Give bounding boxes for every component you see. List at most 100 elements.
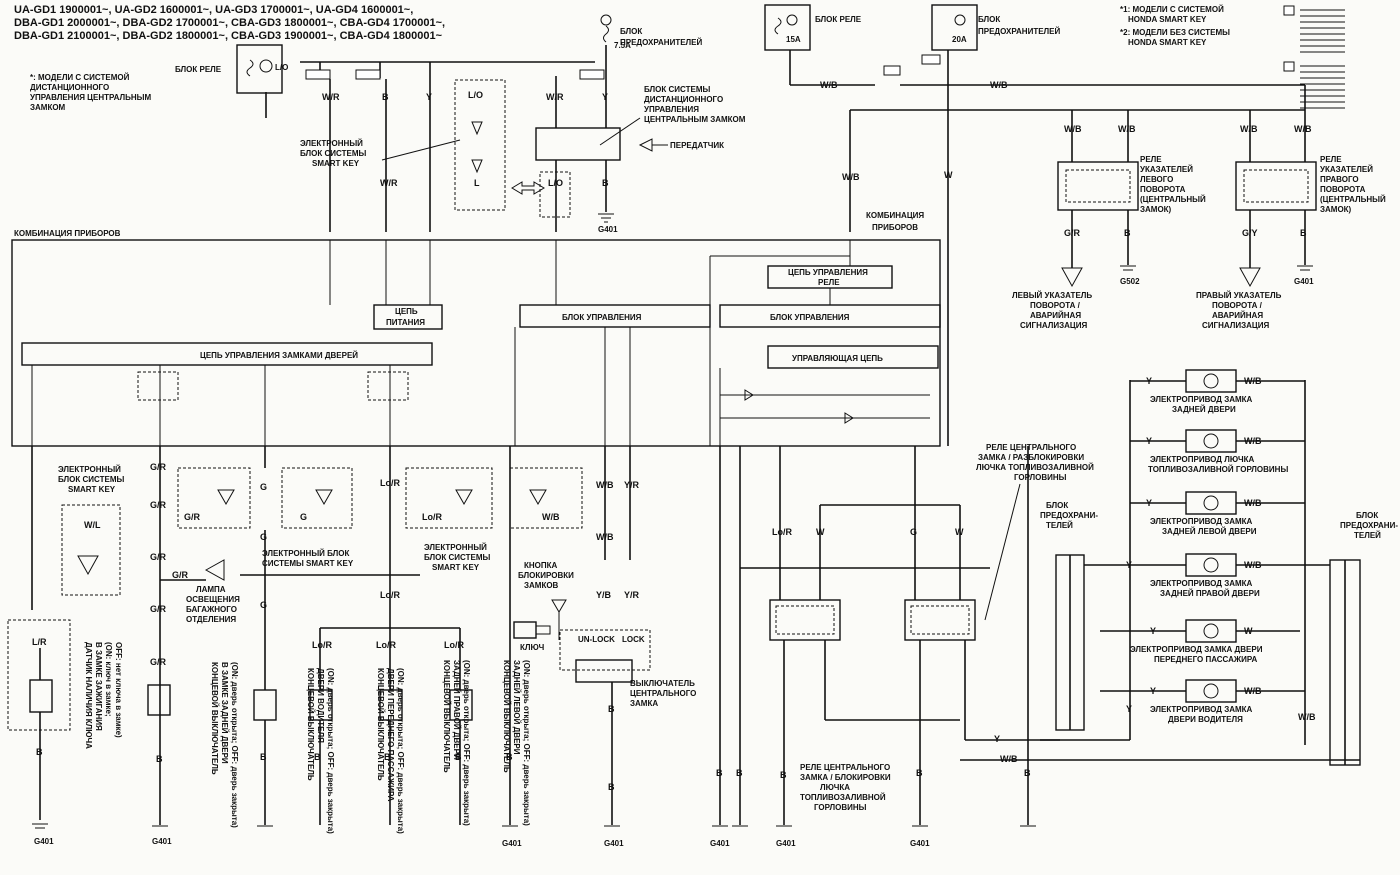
switch-label: OFF: нет ключа в замке) [114,642,123,738]
lock-button-label: ЗАМКОВ [524,581,559,590]
lamp-label: ЛАМПА [196,585,226,594]
fuse-block-mid: БЛОК ПРЕДОХРАНИ- ТЕЛЕЙ Y W/B Y [960,501,1360,764]
wire-label: Lo/R [312,640,332,650]
relay-label: ЗАМКА / БЛОКИРОВКИ [800,773,891,782]
wire-label: B [314,752,321,762]
note-line: *1: МОДЕЛИ С СИСТЕМОЙ [1120,5,1224,14]
smart-key-mid-unit [177,467,251,529]
wire-label: B [455,752,462,762]
transmitter-label: ПЕРЕДАТЧИК [670,141,724,150]
wire-label: B [382,92,389,102]
fuse-block-label: БЛОК [1046,501,1068,510]
switch-label: ВЫКЛЮЧАТЕЛЬ [630,679,695,688]
wire-label: G/R [184,512,201,522]
wire-label: B [260,752,267,762]
cluster-label: КОМБИНАЦИЯ [866,211,924,220]
wire-label: Y/B [596,590,612,600]
switch-label: ЦЕНТРАЛЬНОГО [630,689,696,698]
relay-label: ПРАВОГО [1320,175,1359,184]
smart-key-label: БЛОК СИСТЕМЫ [300,149,366,158]
wire-label: G [260,600,267,610]
relay-label: ПОВОРОТА [1320,185,1366,194]
relay-block-label: БЛОК РЕЛЕ [815,15,862,24]
smart-key-unit-top: L/O L ЭЛЕКТРОННЫЙ БЛОК СИСТЕМЫ SMART KEY [300,79,506,211]
wire-label: Y/R [624,590,640,600]
fuse-block-label: ТЕЛЕЙ [1354,531,1381,540]
actuator-tailgate: Y W/B ЭЛЕКТРОПРИВОД ЗАМКА ЗАДНЕЙ ДВЕРИ [1130,369,1305,414]
switch-label: ЗАДНЕЙ ЛЕВОЙ ДВЕРИ [512,660,521,755]
wire-label: Y [426,92,432,102]
fuse-block-top-right: БЛОК ПРЕДОХРАНИТЕЛЕЙ 20A [931,4,1060,51]
switch-label: КОНЦЕВОЙ ВЫКЛЮЧАТЕЛЬ [306,668,315,781]
wire-label: B [1300,228,1307,238]
wire-label: B [608,782,615,792]
ground-label: G502 [1120,277,1140,286]
switch-label: ЗАМКА [630,699,658,708]
cluster-label: КОМБИНАЦИЯ ПРИБОРОВ [14,229,121,238]
wire-label: G/R [150,500,167,510]
wire-label: Lo/R [380,478,400,488]
relay-block-top-left: БЛОК РЕЛЕ L/O [175,44,288,94]
wire-label: W/B [596,532,614,542]
smart-key-label: ЭЛЕКТРОННЫЙ [58,465,121,474]
wire-label: W/B [1240,124,1258,134]
relay-block-top-right: БЛОК РЕЛЕ 15A [764,4,862,51]
wire-label: W/B [596,480,614,490]
switch-label: (ON: ключ в замке; [104,642,113,717]
actuator-label: ЭЛЕКТРОПРИВОД ЗАМКА ДВЕРИ [1130,645,1263,654]
wire-label: L/R [32,637,47,647]
relay-block-label: БЛОК РЕЛЕ [175,65,222,74]
indicator-label: ПОВОРОТА / [1212,301,1263,310]
relay-label: ТОПЛИВОЗАЛИВНОЙ [800,793,886,802]
instrument-cluster: КОМБИНАЦИЯ ПРИБОРОВ КОМБИНАЦИЯ ПРИБОРОВ … [11,211,941,447]
wire-label: G/R [1064,228,1081,238]
wire-label: B [716,768,723,778]
smart-key-label: БЛОК СИСТЕМЫ [58,475,124,484]
wire-label: W/R [380,178,398,188]
actuator-fuel-lid: Y W/B ЭЛЕКТРОПРИВОД ЛЮЧКА ТОПЛИВОЗАЛИВНО… [1130,429,1305,474]
actuator-driver: Y W/B ЭЛЕКТРОПРИВОД ЗАМКА ДВЕРИ ВОДИТЕЛЯ [1100,679,1305,724]
relay-label: РЕЛЕ ЦЕНТРАЛЬНОГО [800,763,890,772]
wire-label: W/R [546,92,564,102]
wire-label: Y [994,734,1000,744]
wire-label: W/B [1298,712,1316,722]
switch-label: В ЗАМКЕ ЗАЖИГАНИЯ [94,642,103,731]
model-line-3: DBA-GD1 2100001~, DBA-GD2 1800001~, CBA-… [14,30,443,42]
wire-label: B [156,754,163,764]
cluster-label: ПРИБОРОВ [872,223,918,232]
switch-label: ДАТЧИК НАЛИЧИЯ КЛЮЧА [84,642,93,749]
relay-control-label: РЕЛЕ [818,278,840,287]
wire-label: W/R [322,92,340,102]
smart-key-label: SMART KEY [312,159,360,168]
wire-label: G/R [150,462,167,472]
fuse-block-label: БЛОК [1356,511,1378,520]
actuator-label: ТОПЛИВОЗАЛИВНОЙ ГОРЛОВИНЫ [1148,465,1288,474]
wire-label: B [602,178,609,188]
wire-label: G/R [150,552,167,562]
remote-unit-label: УПРАВЛЕНИЯ [644,105,699,114]
lamp-label: ОСВЕЩЕНИЯ [186,595,240,604]
wire-label: Lo/R [444,640,464,650]
door-lock-circuit-label: ЦЕПЬ УПРАВЛЕНИЯ ЗАМКАМИ ДВЕРЕЙ [200,351,358,360]
indicator-label: ПОВОРОТА / [1030,301,1081,310]
relay-label: ГОРЛОВИНЫ [814,803,867,812]
fuse-block-label: БЛОК [620,27,642,36]
wire-label: Lo/R [376,640,396,650]
wire-label: B [916,768,923,778]
relay-label: (ЦЕНТРАЛЬНЫЙ [1140,195,1206,204]
wire-label: G [300,512,307,522]
wire-label: W/B [990,80,1008,90]
switch-label: (ON: дверь открыта; OFF: дверь закрыта) [230,662,239,828]
fuse-block-right: БЛОК ПРЕДОХРАНИ- ТЕЛЕЙ W/B [1298,511,1398,766]
remote-central-lock-unit: БЛОК СИСТЕМЫ ДИСТАНЦИОННОГО УПРАВЛЕНИЯ Ц… [535,76,746,234]
smart-key-label: SMART KEY [432,563,480,572]
switch-label: КОНЦЕВОЙ ВЫКЛЮЧАТЕЛЬ [210,662,219,775]
smart-key-label: ЭЛЕКТРОННЫЙ [424,543,487,552]
fuse-block-label: ПРЕДОХРАНИТЕЛЕЙ [620,38,702,47]
wire-label: W/B [1294,124,1312,134]
ground-label: G401 [502,839,522,848]
fuse-rating-15a: 15A [786,35,801,44]
indicator-label: ЛЕВЫЙ УКАЗАТЕЛЬ [1012,291,1092,300]
switch-label: (ON: дверь открыта; OFF: дверь закрыта) [396,668,405,834]
